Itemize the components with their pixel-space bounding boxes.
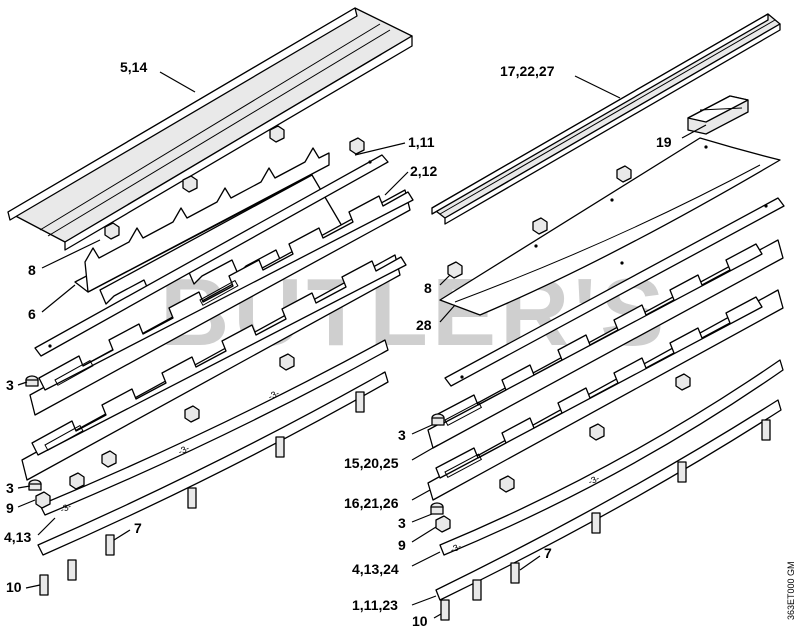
right-callouts: 17,22,27 19 8 28 3 15,20,25 16,21,26 3 9…: [344, 63, 672, 629]
callout-r8: 3: [398, 515, 406, 531]
svg-text:-3-: -3-: [58, 501, 72, 515]
right-thin-strip-part: [444, 197, 785, 387]
callout-r3: 8: [424, 280, 432, 296]
svg-text:-3-: -3-: [449, 541, 463, 555]
callout-l4: 8: [28, 262, 36, 278]
right-plate-part: [439, 137, 781, 316]
left-nuts: [104, 125, 365, 240]
left-blade-b-part: [21, 254, 407, 481]
callout-r12: 1,11,23: [352, 597, 398, 613]
right-leader-lines: [411, 75, 707, 619]
left-leader-lines: [17, 71, 409, 589]
right-blade-a-part: [427, 239, 784, 449]
left-guard-part: [7, 7, 413, 251]
callout-l5: 6: [28, 306, 36, 322]
right-blade-b-part: [427, 289, 784, 501]
callout-l6: 3: [6, 377, 14, 393]
callout-l11: 10: [6, 579, 22, 595]
right-guard-part: [431, 13, 781, 225]
callout-r7: 16,21,26: [344, 495, 399, 511]
callout-r5: 3: [398, 427, 406, 443]
right-spring-strips-part: -3- -3-: [435, 359, 784, 601]
callout-r6: 15,20,25: [344, 455, 399, 471]
left-spring-strips-part: -3- -3- -3-: [37, 339, 389, 556]
drawing-code: 363ET000 GM: [786, 561, 796, 620]
left-blade-a-part: [29, 189, 414, 416]
callout-l3: 2,12: [410, 163, 437, 179]
right-nuts: [447, 165, 632, 279]
right-fasteners: [430, 373, 771, 621]
right-assembly: -3- -3-: [344, 13, 785, 629]
callout-l2: 1,11: [408, 134, 435, 150]
callout-r1: 17,22,27: [500, 63, 555, 79]
svg-text:-3-: -3-: [587, 473, 601, 487]
right-coupling-part: [687, 95, 749, 135]
callout-r4: 28: [416, 317, 432, 333]
callout-l8: 9: [6, 500, 14, 516]
left-fasteners: [25, 353, 365, 596]
callout-r13: 10: [412, 613, 428, 629]
callout-r9: 9: [398, 537, 406, 553]
callout-l10: 7: [134, 520, 142, 536]
svg-text:-3-: -3-: [176, 443, 190, 457]
left-thin-strip-part: [34, 154, 389, 357]
callout-l9: 4,13: [4, 529, 31, 545]
left-callouts: 5,14 1,11 2,12 8 6 3 3 9 4,13 7 10: [4, 59, 437, 595]
callout-l7: 3: [6, 480, 14, 496]
left-assembly: -3- -3- -3-: [4, 7, 437, 596]
svg-text:-3-: -3-: [266, 388, 280, 402]
callout-r11: 7: [544, 545, 552, 561]
callout-r10: 4,13,24: [352, 561, 399, 577]
callout-r2: 19: [656, 134, 672, 150]
callout-l1: 5,14: [120, 59, 147, 75]
